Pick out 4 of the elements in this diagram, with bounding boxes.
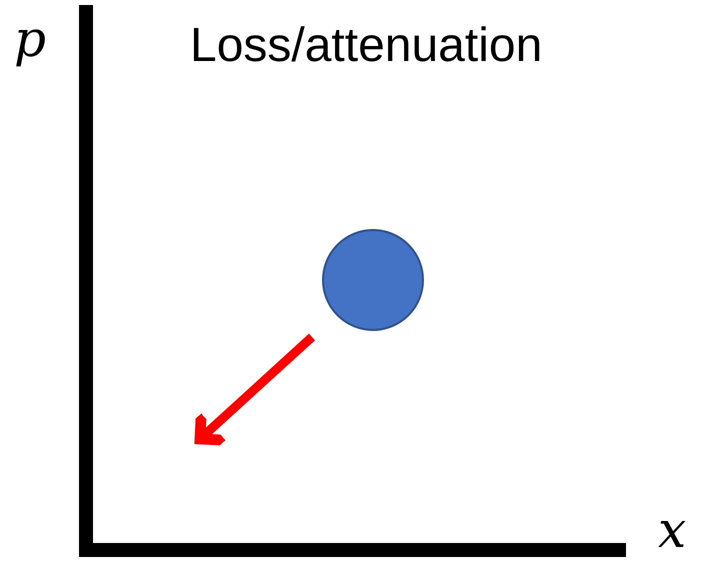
title: Loss/attenuation xyxy=(190,22,542,70)
axis-label: x xyxy=(658,505,686,555)
axis-label: p xyxy=(14,14,46,64)
circle-marker xyxy=(322,229,424,331)
